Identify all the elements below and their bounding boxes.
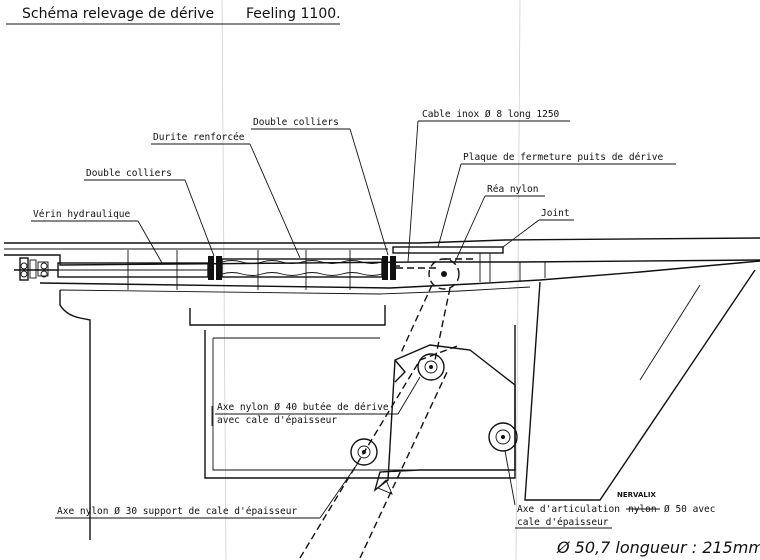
- paper-fold-line: [221, 0, 227, 560]
- label-axe50-correction: NERVALIX: [617, 491, 656, 499]
- hull-side-left: [59, 290, 91, 540]
- label-axe50-line1-b: Ø 50 avec: [664, 504, 715, 515]
- label-double-colliers-left: Double colliers: [86, 168, 172, 179]
- label-plaque: Plaque de fermeture puits de dérive: [463, 152, 663, 163]
- keel-head-plate: [373, 344, 516, 492]
- keel-tip-arrow: [377, 479, 393, 495]
- label-axe30-leader: [319, 462, 359, 519]
- label-cable-leader: [407, 120, 419, 263]
- deck-structure: [4, 237, 760, 295]
- axle-30-support: [350, 438, 378, 466]
- axle-40-stop: [417, 353, 445, 381]
- paper-fold-line: [515, 0, 521, 560]
- keel-fin-edge: [639, 284, 701, 381]
- axle-50-articulation: [488, 422, 518, 452]
- label-axe50-line2: cale d'épaisseur: [517, 517, 609, 528]
- footer-note: Ø 50,7 longueur : 215mm: [556, 538, 760, 557]
- label-rea-leader: [454, 195, 486, 263]
- double-clamp-right: [382, 256, 396, 280]
- label-double-colliers-top-leader: [349, 128, 389, 256]
- keel-fin-profile: [524, 269, 756, 501]
- reinforced-hose: [221, 258, 383, 278]
- label-axe50-leader: [504, 450, 516, 506]
- title-model: Feeling 1100.: [246, 6, 341, 22]
- label-axe40-leader: [397, 376, 421, 415]
- label-verin: Vérin hydraulique: [33, 209, 131, 220]
- label-double-colliers-left-leader: [184, 179, 215, 257]
- label-joint-leader: [502, 219, 540, 248]
- label-rea: Réa nylon: [487, 184, 538, 195]
- label-axe30: Axe nylon Ø 30 support de cale d'épaisse…: [57, 506, 297, 517]
- keel-raised-outline-2: [359, 369, 449, 559]
- keel-raised-outline: [299, 344, 461, 559]
- label-axe50-line1-a: Axe d'articulation: [517, 504, 620, 515]
- title-main: Schéma relevage de dérive: [22, 6, 214, 22]
- keel-head-notch: [394, 359, 406, 383]
- label-axe40-line2: avec cale d'épaisseur: [217, 415, 337, 426]
- label-double-colliers-top: Double colliers: [253, 117, 339, 128]
- cable-to-keel-2: [434, 287, 451, 361]
- nylon-sheave: [428, 258, 476, 290]
- keel-well-plate: [392, 246, 504, 282]
- label-verin-leader: [137, 220, 163, 264]
- label-durite: Durite renforcée: [153, 132, 245, 143]
- cable-to-keel: [399, 284, 433, 356]
- label-plaque-leader: [437, 163, 462, 248]
- label-joint: Joint: [541, 208, 570, 219]
- label-cable: Cable inox Ø 8 long 1250: [422, 109, 560, 120]
- label-axe50-struck: nylon: [628, 504, 657, 515]
- double-clamp-left: [208, 256, 222, 280]
- hydraulic-cylinder: [14, 257, 209, 281]
- keel-trunk-top: [189, 305, 386, 326]
- label-axe40-line1: Axe nylon Ø 40 butée de dérive: [217, 402, 389, 413]
- label-durite-leader: [249, 143, 301, 259]
